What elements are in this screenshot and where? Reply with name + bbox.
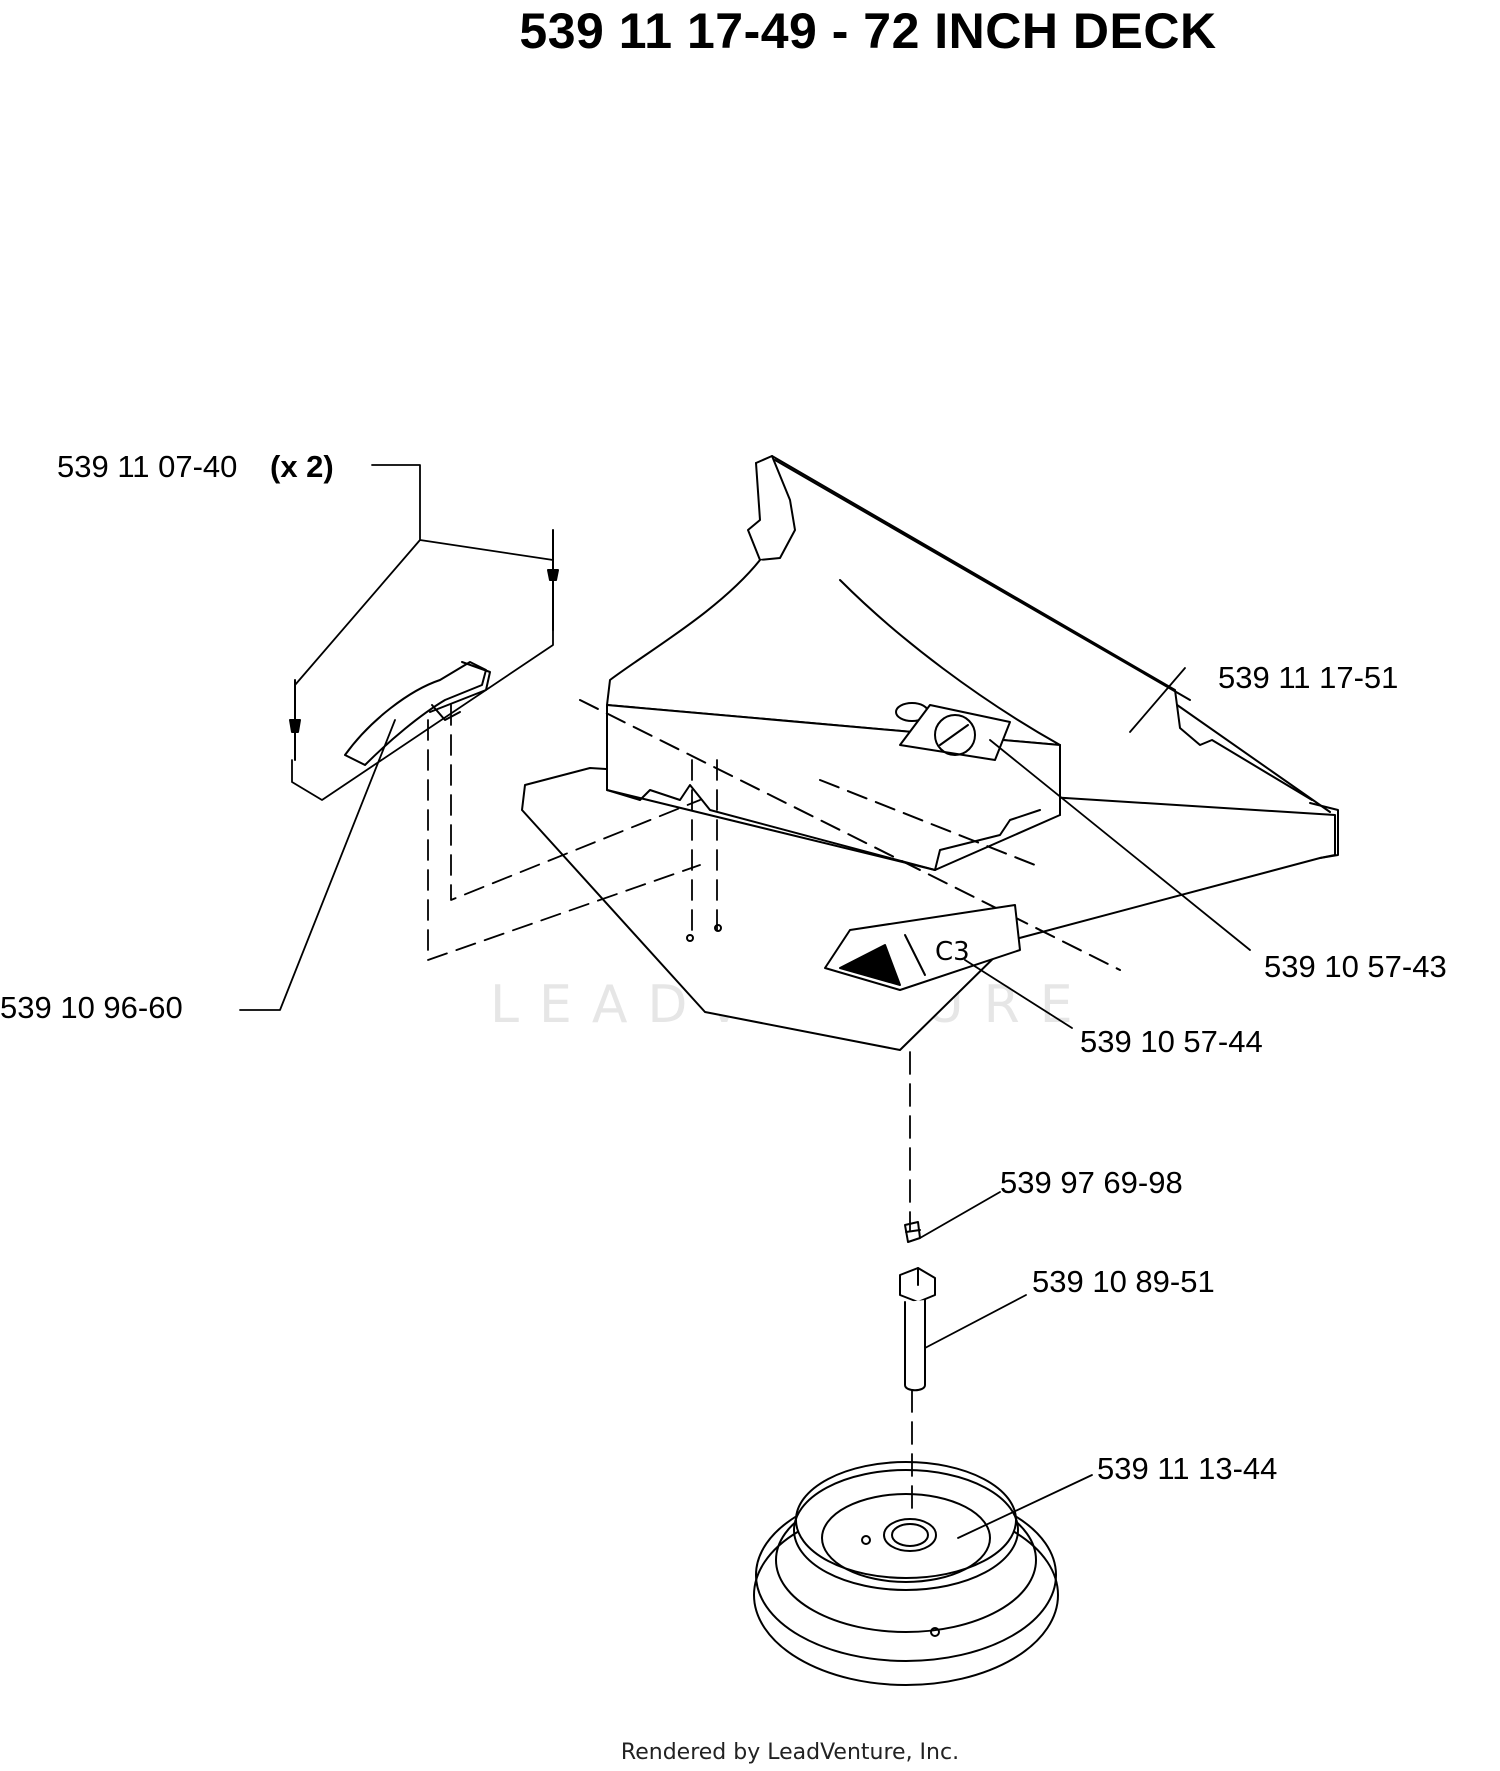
bolt-part	[899, 1267, 936, 1392]
decal-side-part: C3	[824, 904, 1021, 991]
svg-text:C3: C3	[935, 937, 970, 967]
rivet-part	[289, 529, 559, 761]
decal-top-part	[899, 704, 1011, 761]
deck-shield-part	[521, 455, 1339, 1051]
callout-decal-side: 539 10 57-44	[1080, 1024, 1263, 1059]
nut-part	[904, 1221, 921, 1243]
callout-bolt: 539 10 89-51	[1032, 1264, 1215, 1299]
callout-shield: 539 11 17-51	[1218, 660, 1398, 695]
footer-credit: Rendered by LeadVenture, Inc.	[620, 1740, 960, 1765]
callout-decal-top: 539 10 57-43	[1264, 949, 1447, 984]
callout-rivets-qty: (x 2)	[270, 449, 334, 484]
callout-pulley: 539 11 13-44	[1097, 1451, 1277, 1486]
diagram-title: 539 11 17-49 - 72 INCH DECK	[519, 3, 1217, 59]
callout-rivets-part: 539 11 07-40	[57, 449, 237, 484]
latch-part	[344, 661, 491, 766]
callout-latch: 539 10 96-60	[0, 990, 183, 1025]
callout-nut: 539 97 69-98	[1000, 1165, 1183, 1200]
leader-lines	[239, 464, 1251, 1539]
pulley-part	[753, 1461, 1059, 1686]
